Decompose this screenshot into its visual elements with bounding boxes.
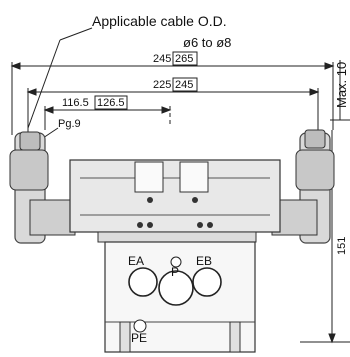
callout-leader-line-2 xyxy=(27,39,61,129)
port-p-label: P xyxy=(171,265,179,279)
dim-mid-value: 225 xyxy=(153,79,171,91)
arrow-right-half xyxy=(161,106,172,114)
dim-half-alt: 126.5 xyxy=(97,97,125,109)
dim-mid-alt: 245 xyxy=(175,79,193,91)
callout-label: Applicable cable O.D. xyxy=(92,13,227,29)
conduit-thread-label: Pg.9 xyxy=(58,118,81,130)
dim-half-alt-box xyxy=(94,95,128,110)
arrow-height-bottom xyxy=(328,333,336,344)
callout-leader-line xyxy=(59,27,93,41)
dim-overall-value: 245 xyxy=(153,53,171,65)
port-ea-label: EA xyxy=(128,254,144,268)
port-pe-label: PE xyxy=(131,331,147,345)
arrow-left-half xyxy=(43,106,54,114)
arrow-left-overall xyxy=(10,62,21,70)
left-solenoid xyxy=(9,131,76,244)
max-dim-label: Max. 10 xyxy=(334,62,349,108)
dim-mid-alt-box xyxy=(172,77,198,92)
port-eb-circle xyxy=(192,267,222,297)
valve-body xyxy=(69,159,281,243)
port-p-circle xyxy=(158,270,194,306)
dim-overall-alt: 265 xyxy=(175,53,193,65)
arrow-right-overall xyxy=(324,62,335,70)
right-solenoid xyxy=(271,129,335,244)
pilot-port-circle xyxy=(170,256,182,268)
dim-half-value: 116.5 xyxy=(62,97,89,109)
sub-base xyxy=(104,241,256,353)
port-pe-circle xyxy=(133,319,147,333)
dim-overall-alt-box xyxy=(172,51,198,66)
cable-od-range: ø6 to ø8 xyxy=(183,35,231,50)
arrow-left-mid xyxy=(26,88,37,96)
arrow-right-mid xyxy=(309,88,320,96)
port-ea-circle xyxy=(128,267,158,297)
height-dim-label: 151 xyxy=(336,237,348,255)
port-eb-label: EB xyxy=(196,254,212,268)
